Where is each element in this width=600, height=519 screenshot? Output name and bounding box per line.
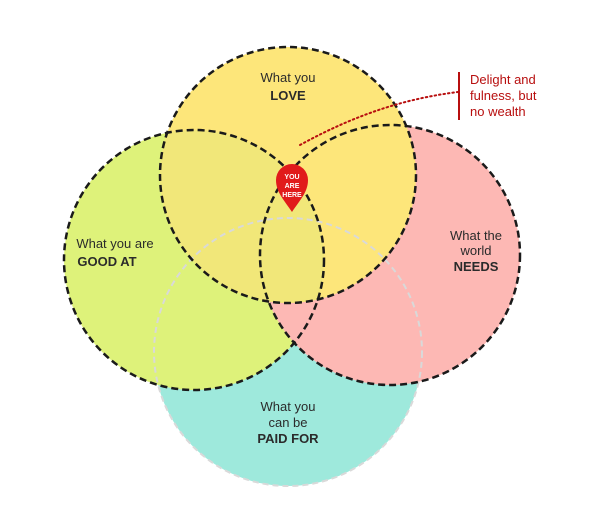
circle-paid-for-outline: [153, 217, 423, 487]
label-needs-line3: NEEDS: [454, 259, 499, 274]
map-pin-icon: [276, 164, 308, 212]
pin-text-line1: YOU: [284, 174, 299, 181]
pin-text-line2: ARE: [285, 183, 300, 190]
pin-text-line3: HERE: [282, 192, 302, 199]
label-paid-for-line2: can be: [268, 415, 307, 430]
label-good-at-line1: What you are: [76, 236, 153, 251]
label-needs-line1: What the: [450, 228, 502, 243]
circle-good-at-outline: [62, 128, 326, 392]
label-love-line2: LOVE: [270, 88, 306, 103]
callout-text-line3: no wealth: [470, 104, 526, 119]
you-are-here-pin: YOU ARE HERE: [276, 164, 308, 212]
overlap-love-good-at: [160, 130, 324, 303]
circle-needs-outline: [258, 123, 522, 387]
label-paid-for-line3: PAID FOR: [257, 431, 319, 446]
circle-love-outline: [158, 45, 418, 305]
label-needs-line2: world: [459, 243, 491, 258]
callout-bar: [458, 72, 460, 120]
callout-dotted-line: [299, 91, 459, 146]
callout-text-line1: Delight and: [470, 72, 536, 87]
label-good-at-line2: GOOD AT: [77, 254, 136, 269]
callout-text-line2: fulness, but: [470, 88, 537, 103]
label-love-line1: What you: [261, 70, 316, 85]
label-paid-for-line1: What you: [261, 399, 316, 414]
